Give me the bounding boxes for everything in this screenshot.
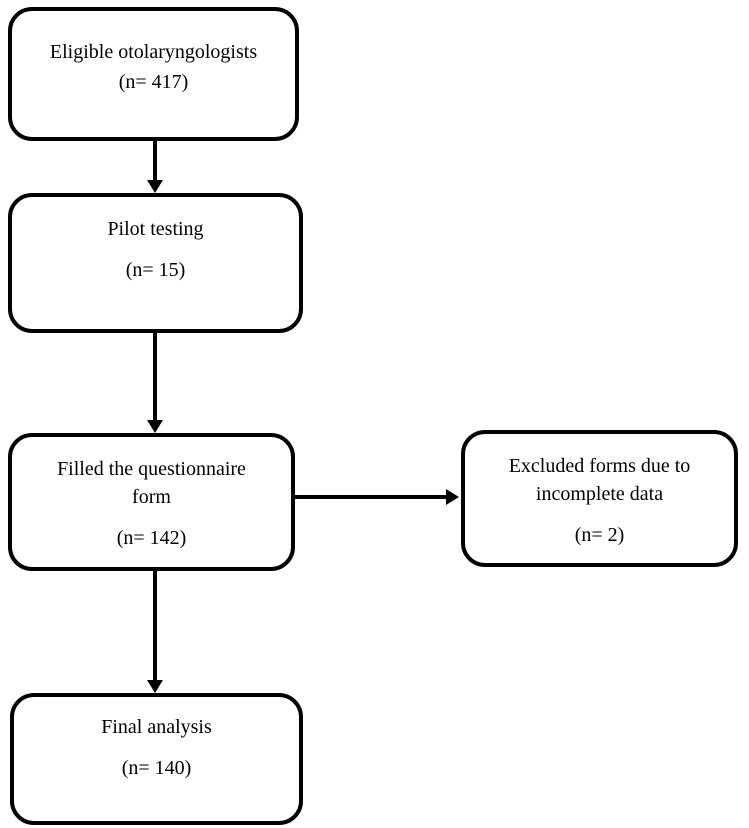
connector-line-pilot-to-filled: [153, 332, 157, 422]
node-count: (n= 417): [118, 71, 189, 93]
connector-line-filled-to-excluded: [294, 495, 448, 499]
flow-node-excluded: Excluded forms due to incomplete data (n…: [461, 430, 738, 567]
node-count: (n= 2): [574, 524, 625, 546]
arrow-down-icon: [147, 180, 163, 193]
node-label: Eligible otolaryngologists: [49, 41, 258, 63]
arrow-down-icon: [147, 680, 163, 693]
flow-node-eligible: Eligible otolaryngologists (n= 417): [8, 7, 299, 141]
node-label: Excluded forms due to incomplete data: [508, 455, 691, 505]
connector-line-filled-to-final: [153, 570, 157, 682]
node-count: (n= 142): [116, 527, 187, 549]
flow-node-filled: Filled the questionnaire form (n= 142): [8, 433, 295, 571]
flow-node-final: Final analysis (n= 140): [10, 693, 303, 825]
node-count: (n= 15): [125, 259, 186, 281]
arrow-right-icon: [446, 489, 459, 505]
node-label: Filled the questionnaire form: [57, 458, 246, 508]
connector-line-eligible-to-pilot: [153, 141, 157, 182]
flow-node-pilot: Pilot testing (n= 15): [8, 193, 303, 333]
node-label: Final analysis: [101, 716, 212, 738]
arrow-down-icon: [147, 420, 163, 433]
node-count: (n= 140): [121, 757, 192, 779]
node-label: Pilot testing: [107, 218, 204, 240]
